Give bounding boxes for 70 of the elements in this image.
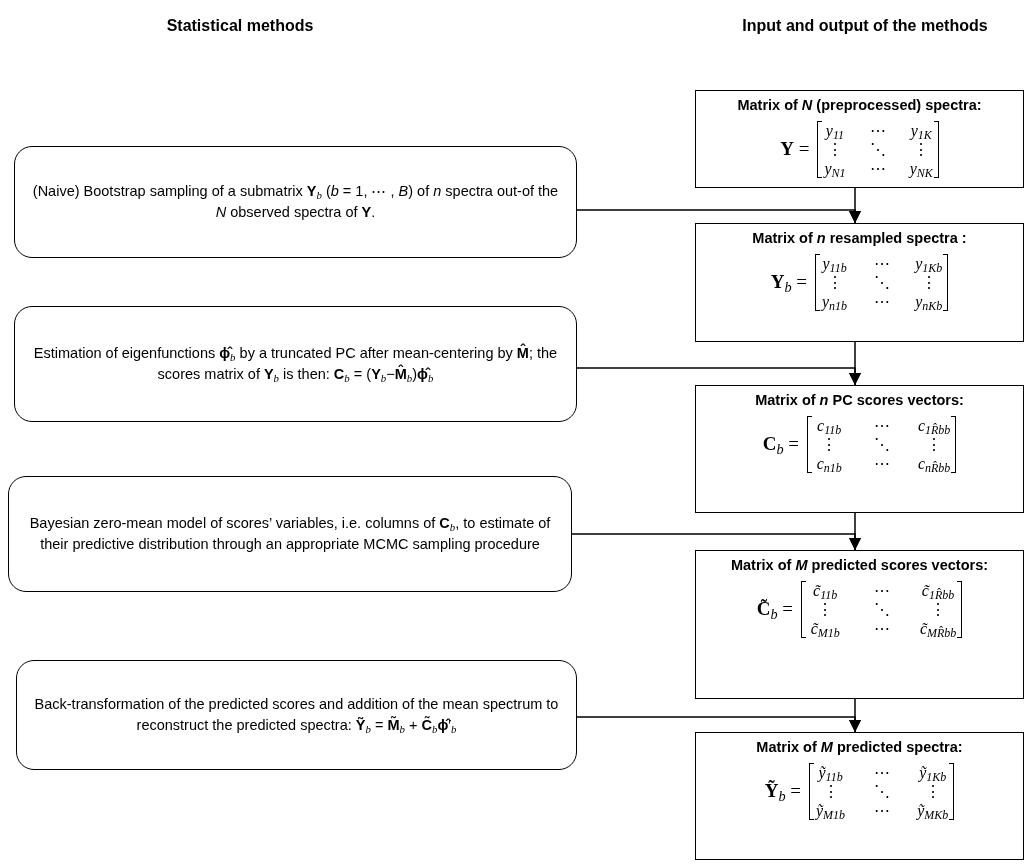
column-heading: Input and output of the methods xyxy=(741,16,989,36)
process-box xyxy=(16,660,577,770)
step-description: Back-transformation of the predicted scores and addition of the mean spectrum to reconstruct the predicted spectra: Ỹ$_{b}$ = M̃$_{b}$ + C̃$_{b}$ϕ̂′$_{b}$ xyxy=(33,695,560,736)
step-description: Estimation of eigenfunctions ϕ̂$_{b}$ by a truncated PC after mean-centering by M̂; the scores matrix of Y$_{b}$ is then: C$_{b}$ = (Y$_{b}$−M̂$_{b}$)ϕ̂$_{b}$ xyxy=(32,343,559,385)
matrix-symbol: Ỹ$_{b}$ = xyxy=(764,779,801,806)
matrix-box xyxy=(695,550,1024,699)
ellipsis: ⋯ xyxy=(869,158,888,178)
process-box xyxy=(8,476,572,592)
matrix-entry: y$_{1Kb}$ xyxy=(915,253,943,273)
matrix-entry: c$_{n1b}$ xyxy=(815,453,843,473)
matrix-entry: y$_{n1b}$ xyxy=(820,291,849,311)
box-heading: Matrix of N (preprocessed) spectra: xyxy=(737,96,982,115)
matrix-entry: ỹ$_{MKb}$ xyxy=(917,800,949,820)
box-heading: Matrix of M predicted scores vectors: xyxy=(730,556,989,575)
matrix-box xyxy=(695,223,1024,342)
process-box xyxy=(14,146,577,258)
diagonal-dots: ⋱ xyxy=(872,781,891,801)
diagonal-dots: ⋱ xyxy=(869,139,888,159)
matrix-symbol: C̃$_{b}$ = xyxy=(756,597,793,624)
matrix-entry: ⋮ xyxy=(912,140,931,159)
ellipsis: ⋯ xyxy=(872,580,891,600)
matrix-box xyxy=(695,385,1024,513)
arrow xyxy=(576,367,861,386)
matrix-entry: ⋮ xyxy=(929,599,948,619)
matrix-entry: y$_{NK}$ xyxy=(909,158,933,178)
matrix-entry: ⋮ xyxy=(923,782,942,801)
diagonal-dots: ⋱ xyxy=(872,599,891,619)
matrix-entry: y$_{N1}$ xyxy=(823,158,847,178)
matrix-symbol: C$_{b}$ = xyxy=(762,432,799,459)
matrix-entry: c$_{11b}$ xyxy=(816,415,843,435)
matrix-entry: ⋮ xyxy=(820,434,839,454)
ellipsis: ⋯ xyxy=(872,453,891,473)
ellipsis: ⋯ xyxy=(872,762,891,782)
matrix-entry: ỹ$_{M1b}$ xyxy=(815,800,847,820)
matrix-entry: ⋮ xyxy=(919,273,938,292)
step-description: Bayesian zero-mean model of scores’ variables, i.e. columns of C$_{b}$, to estimate of their predictive distribution through an appropriate MCMC sampling procedure xyxy=(28,514,552,554)
box-heading: Matrix of M predicted spectra: xyxy=(756,738,963,757)
diagonal-dots: ⋱ xyxy=(872,272,891,292)
matrix-entry: ⋮ xyxy=(821,782,840,801)
matrix-entry: ỹ$_{11b}$ xyxy=(816,762,844,782)
matrix-box xyxy=(695,90,1024,188)
matrix-entry: c̃$_{11b}$ xyxy=(812,580,839,600)
matrix-entry: y$_{1K}$ xyxy=(909,120,933,140)
matrix-entry: ⋮ xyxy=(825,140,844,159)
matrix-entry: y$_{11b}$ xyxy=(820,253,848,273)
ellipsis: ⋯ xyxy=(872,291,891,311)
ellipsis: ⋯ xyxy=(869,120,888,140)
matrix-entry: ⋮ xyxy=(816,599,835,619)
matrix-symbol: Y = xyxy=(780,137,810,161)
step-description: (Naive) Bootstrap sampling of a submatrix Y$_{b}$ (b = 1, ⋯ , B) of n spectra out-of the N observed spectra of Y. xyxy=(31,182,560,222)
matrix-entry: c̃$_{M1b}$ xyxy=(809,618,841,638)
arrow xyxy=(576,209,861,224)
diagonal-dots: ⋱ xyxy=(872,434,891,454)
box-heading: Matrix of n PC scores vectors: xyxy=(755,391,964,410)
matrix-entry: ⋮ xyxy=(925,434,944,454)
ellipsis: ⋯ xyxy=(872,800,891,820)
box-heading: Matrix of n resampled spectra : xyxy=(752,229,967,248)
matrix-symbol: Y$_{b}$ = xyxy=(770,270,807,297)
matrix-entry: ỹ$_{1Kb}$ xyxy=(917,762,948,782)
matrix-entry: y$_{nKb}$ xyxy=(915,291,943,311)
ellipsis: ⋯ xyxy=(872,618,891,638)
process-box xyxy=(14,306,577,422)
matrix-entry: y$_{11}$ xyxy=(823,120,846,140)
matrix-entry: ⋮ xyxy=(825,273,844,292)
ellipsis: ⋯ xyxy=(872,253,891,273)
arrow xyxy=(576,716,861,733)
ellipsis: ⋯ xyxy=(872,415,891,435)
column-heading: Statistical methods xyxy=(165,16,315,36)
arrow xyxy=(571,533,861,551)
matrix-box xyxy=(695,732,1024,860)
